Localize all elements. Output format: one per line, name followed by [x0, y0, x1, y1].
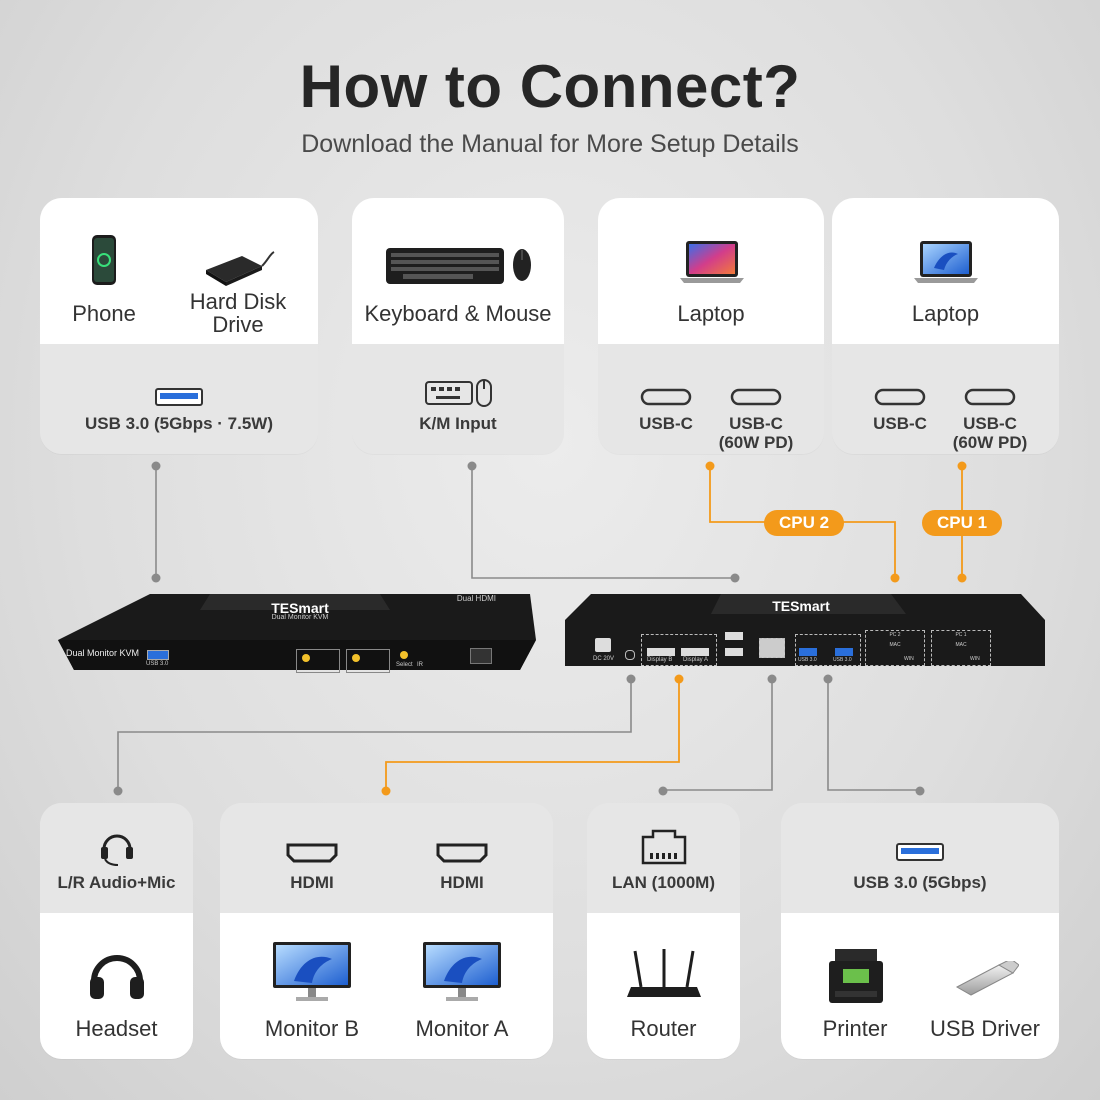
kvm-front-brand: TESmart	[271, 600, 329, 616]
usb-port-label: USB 3.0 (5Gbps · 7.5W)	[85, 414, 273, 433]
laptop-windows-icon	[914, 241, 978, 283]
monitor-a-label: Monitor A	[415, 1016, 509, 1041]
phone-label: Phone	[72, 301, 136, 326]
lan-port-label: LAN (1000M)	[612, 873, 715, 892]
keyboard-mouse-label: Keyboard & Mouse	[364, 301, 552, 326]
select-label: Select	[396, 662, 413, 668]
card-hdmi: HDMI HDMI Monitor B Monitor A	[220, 803, 553, 1059]
power-switch[interactable]	[470, 648, 492, 664]
usb3-ports-group	[795, 634, 861, 666]
laptop-cpu1-label: Laptop	[911, 301, 980, 326]
line-usb-bottom	[827, 679, 920, 791]
line-km-to-kvm	[471, 466, 735, 579]
front-switch-group-b	[346, 649, 390, 673]
page-subtitle: Download the Manual for More Setup Detai…	[301, 130, 799, 158]
km-input-icon	[425, 379, 492, 407]
monitor-a-icon	[423, 942, 501, 1001]
keyboard-icon	[386, 248, 504, 284]
headset-label: Headset	[75, 1016, 158, 1041]
kvm-rear-device: TESmart DC 20V Display B Display A USB 3…	[561, 590, 1047, 672]
usb-a-port-icon	[896, 843, 944, 861]
usb-a-port-icon	[155, 388, 203, 406]
pc2-ports-group: PC 2 MAC WIN	[865, 630, 925, 666]
line-audio	[117, 679, 632, 791]
hdmi-port-icon-b	[286, 843, 338, 863]
rear-usb-label-2: USB 3.0	[833, 657, 852, 663]
front-usb-label: USB 3.0	[146, 661, 169, 667]
audio-port-label: L/R Audio+Mic	[57, 873, 176, 892]
pc1-ports-group: PC 1 MAC WIN	[931, 630, 991, 666]
card-lan: LAN (1000M) Router	[587, 803, 740, 1059]
display-b-port	[647, 648, 675, 656]
usb-c-label: USB-C	[873, 414, 927, 433]
card-laptop-cpu2: Laptop USB-C USB-C (60W PD)	[598, 198, 824, 454]
rear-usb-port-2	[835, 648, 853, 656]
usb-c-port-icon	[640, 388, 692, 406]
kvm-rear-brand: TESmart	[772, 598, 830, 614]
headset-port-icon	[101, 834, 133, 866]
monitor-b-icon	[273, 942, 351, 1001]
ir-label: IR	[417, 662, 423, 668]
front-switch-group-a	[296, 649, 340, 673]
hard-disk-icon	[206, 251, 275, 286]
printer-icon	[829, 949, 883, 1003]
usb-bottom-port-label: USB 3.0 (5Gbps)	[853, 873, 987, 892]
usb-c-pd-port-icon	[964, 388, 1016, 406]
display-ports-group	[641, 634, 717, 666]
usb-driver-label: USB Driver	[929, 1016, 1040, 1041]
hdd-label: Hard Disk Drive	[189, 289, 287, 337]
cpu2-badge: CPU 2	[764, 510, 844, 536]
ethernet-port-icon	[641, 829, 687, 865]
lan-port	[759, 638, 785, 658]
mouse-icon	[513, 249, 531, 281]
router-icon	[627, 949, 701, 997]
dc-power-port	[595, 638, 611, 652]
line-hdmi	[385, 679, 680, 791]
card-laptop-cpu1: Laptop USB-C USB-C (60W PD)	[832, 198, 1059, 454]
card-usb-devices: Phone Hard Disk Drive USB 3.0 (5Gbps · 7…	[40, 198, 318, 454]
display-a-port	[681, 648, 709, 656]
audio-jack	[625, 650, 635, 660]
printer-label: Printer	[822, 1016, 888, 1041]
router-label: Router	[630, 1016, 697, 1041]
select-button[interactable]	[400, 651, 408, 659]
laptop-mac-icon	[680, 241, 744, 283]
usb-c-pd-label: USB-C (60W PD)	[718, 414, 794, 452]
phone-icon	[92, 235, 116, 285]
display-b-label: Display B	[647, 657, 673, 663]
kvm-front-top-label: Dual HDMI	[456, 594, 496, 603]
card-usb-peripherals: USB 3.0 (5Gbps) Printer USB Driver	[781, 803, 1059, 1059]
dc-label: DC 20V	[593, 656, 615, 662]
hdmi-port-label-b: HDMI	[290, 873, 334, 892]
page-title: How to Connect?	[299, 53, 801, 120]
kvm-front-model: Dual Monitor KVM	[271, 614, 329, 621]
card-keyboard-mouse: Keyboard & Mouse K/M Input	[352, 198, 564, 454]
display-a-label: Display A	[683, 657, 709, 663]
line-lan	[663, 679, 773, 791]
rear-usb-label-1: USB 3.0	[798, 657, 817, 663]
hdmi-port-label-a: HDMI	[440, 873, 484, 892]
km-input-label: K/M Input	[419, 414, 497, 433]
usb-c-port-icon	[874, 388, 926, 406]
laptop-cpu2-label: Laptop	[677, 301, 745, 326]
usb-drive-icon	[955, 961, 1019, 996]
usb-c-pd-port-icon	[730, 388, 782, 406]
kvm-front-label: Dual Monitor KVM	[66, 648, 140, 658]
kvm-front-device: TESmart Dual Monitor KVM Dual HDMI Dual …	[50, 590, 538, 673]
km-usb-port-2	[725, 648, 743, 656]
headset-icon	[90, 955, 144, 999]
km-usb-port-1	[725, 632, 743, 640]
cpu1-badge: CPU 1	[922, 510, 1002, 536]
rear-usb-port-1	[799, 648, 817, 656]
usb-c-label: USB-C	[639, 414, 693, 433]
usb-c-pd-label: USB-C (60W PD)	[952, 414, 1028, 452]
hdmi-port-icon-a	[436, 843, 488, 863]
front-usb-port	[147, 650, 169, 660]
card-audio: L/R Audio+Mic Headset	[40, 803, 193, 1059]
monitor-b-label: Monitor B	[264, 1016, 360, 1041]
